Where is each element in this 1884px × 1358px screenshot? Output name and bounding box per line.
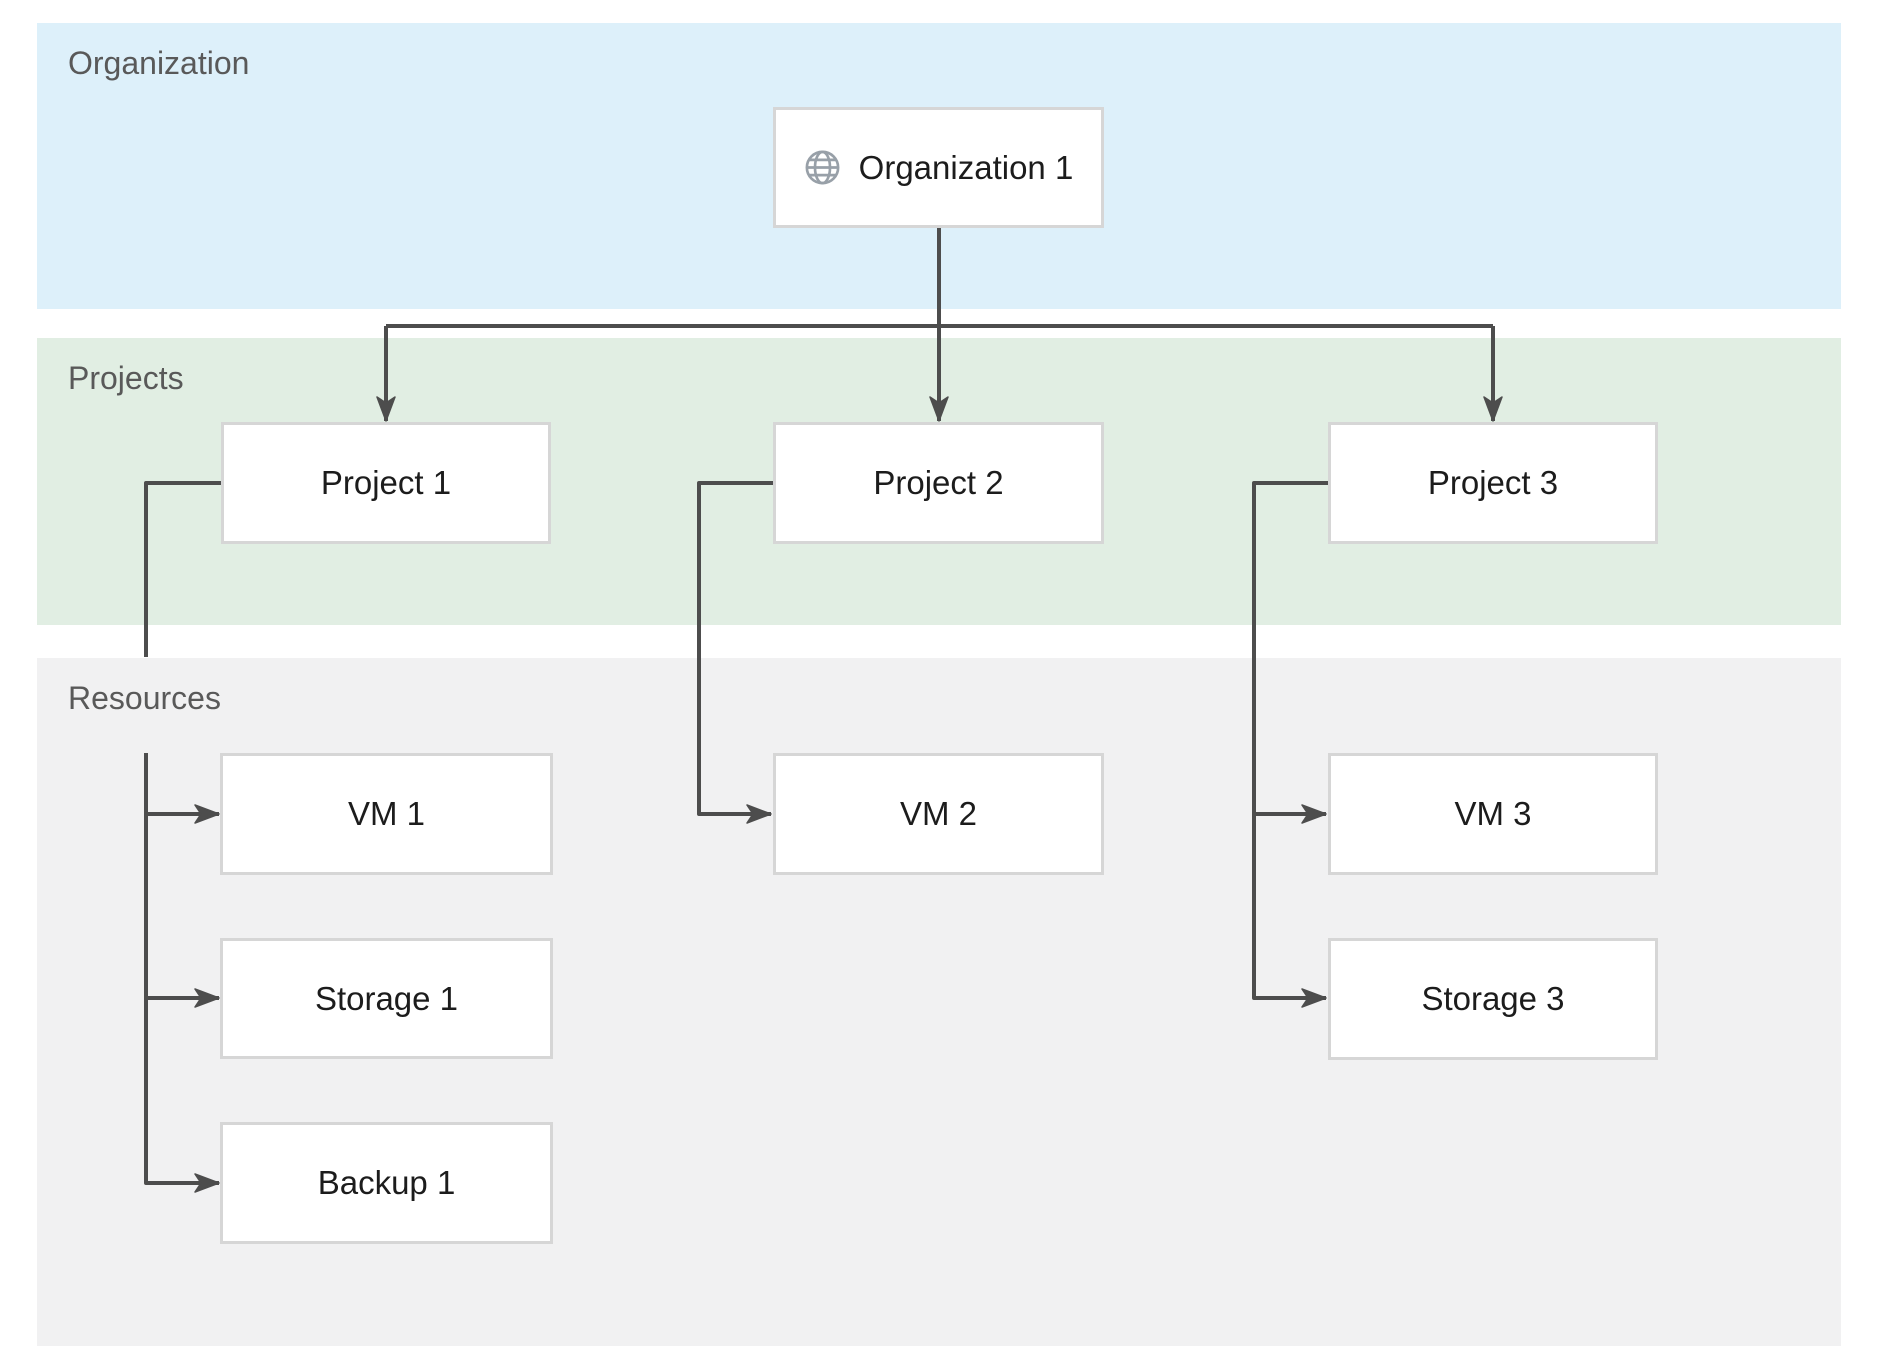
node-label: Organization 1 — [858, 148, 1074, 186]
node-project-2: Project 2 — [773, 422, 1104, 544]
node-label: Project 1 — [320, 464, 452, 501]
band-organization-label: Organization — [68, 45, 250, 81]
node-vm-3: VM 3 — [1328, 753, 1658, 875]
node-storage-3: Storage 3 — [1328, 938, 1658, 1060]
node-project-3: Project 3 — [1328, 422, 1658, 544]
node-label: Storage 1 — [314, 979, 459, 1017]
node-organization-1: Organization 1 — [773, 107, 1104, 228]
node-label: VM 1 — [347, 795, 426, 832]
node-label: VM 2 — [899, 795, 978, 832]
node-vm-1: VM 1 — [220, 753, 553, 875]
node-label: Backup 1 — [317, 1164, 456, 1201]
band-resources-label: Resources — [68, 680, 221, 716]
node-label: Project 2 — [873, 464, 1004, 501]
node-label: Project 3 — [1427, 464, 1559, 501]
band-projects-label: Projects — [68, 360, 184, 396]
globe-icon — [804, 149, 841, 186]
node-project-1: Project 1 — [221, 422, 551, 544]
node-label: Storage 3 — [1421, 980, 1565, 1017]
node-backup-1: Backup 1 — [220, 1122, 553, 1244]
node-storage-1: Storage 1 — [220, 938, 553, 1059]
node-label: VM 3 — [1454, 795, 1532, 832]
node-vm-2: VM 2 — [773, 753, 1104, 875]
